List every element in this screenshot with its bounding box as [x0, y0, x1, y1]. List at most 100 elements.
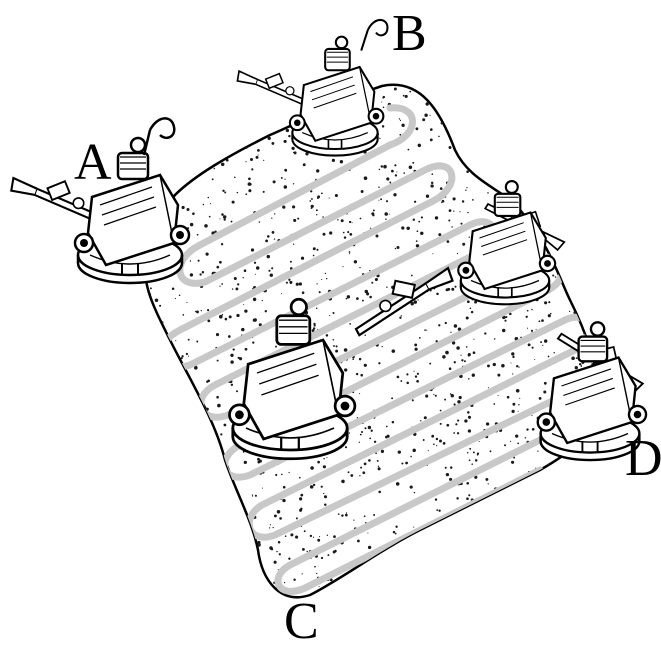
floor-speckle [410, 455, 412, 458]
floor-speckle [439, 581, 442, 585]
floor-speckle [406, 226, 410, 231]
floor-speckle [295, 282, 299, 286]
floor-speckle [207, 196, 210, 199]
floor-speckle [196, 310, 199, 314]
floor-speckle [227, 112, 230, 115]
floor-speckle [545, 468, 548, 471]
floor-speckle [530, 165, 533, 167]
floor-speckle [530, 329, 534, 332]
floor-speckle [412, 161, 415, 164]
floor-speckle [413, 526, 415, 528]
floor-speckle [453, 432, 456, 434]
floor-speckle [446, 423, 450, 427]
floor-speckle [484, 125, 486, 128]
floor-speckle [524, 437, 527, 439]
floor-speckle [234, 144, 236, 147]
floor-speckle [415, 240, 418, 242]
floor-speckle [312, 254, 315, 257]
floor-speckle [352, 596, 356, 598]
floor-speckle [577, 497, 582, 501]
floor-speckle [271, 141, 275, 145]
floor-speckle [484, 332, 487, 335]
floor-speckle [255, 273, 257, 275]
floor-speckle [140, 132, 144, 136]
floor-speckle [211, 178, 214, 181]
floor-speckle [559, 571, 562, 575]
floor-speckle [450, 331, 452, 333]
floor-speckle [303, 530, 306, 533]
floor-speckle [343, 236, 347, 239]
floor-speckle [153, 587, 156, 590]
floor-speckle [230, 360, 234, 364]
floor-speckle [446, 570, 450, 574]
floor-speckle [191, 98, 193, 100]
floor-speckle [150, 563, 154, 567]
floor-speckle [547, 244, 551, 249]
floor-speckle [462, 242, 466, 246]
floor-speckle [251, 495, 254, 497]
floor-speckle [445, 541, 447, 543]
floor-speckle [331, 158, 335, 162]
floor-speckle [278, 553, 281, 556]
floor-speckle [468, 236, 470, 238]
floor-speckle [190, 397, 194, 401]
floor-speckle [579, 92, 581, 94]
floor-speckle [601, 140, 604, 143]
floor-speckle [264, 310, 267, 313]
floor-speckle [440, 102, 444, 107]
floor-speckle [509, 517, 514, 521]
floor-speckle [360, 373, 363, 377]
floor-speckle [147, 101, 151, 105]
floor-speckle [600, 509, 601, 510]
floor-speckle [171, 391, 175, 395]
floor-speckle [546, 187, 550, 191]
floor-speckle [433, 559, 435, 561]
floor-speckle [321, 278, 323, 280]
floor-speckle [568, 196, 572, 200]
floor-speckle [364, 602, 368, 606]
floor-speckle [252, 98, 255, 100]
floor-speckle [481, 601, 482, 602]
floor-speckle [510, 440, 512, 442]
floor-speckle [410, 274, 413, 277]
floor-speckle [512, 113, 514, 115]
floor-speckle [277, 568, 279, 571]
floor-speckle [326, 457, 328, 459]
floor-speckle [213, 167, 216, 170]
floor-speckle [201, 559, 204, 561]
floor-speckle [556, 537, 560, 541]
floor-speckle [406, 381, 409, 385]
floor-speckle [312, 327, 316, 330]
floor-speckle [526, 309, 529, 312]
floor-speckle [565, 252, 568, 255]
floor-speckle [388, 213, 390, 215]
floor-speckle [188, 448, 192, 452]
floor-speckle [526, 428, 529, 431]
floor-speckle [342, 231, 345, 234]
floor-speckle [189, 222, 194, 227]
floor-speckle [391, 169, 394, 173]
floor-speckle [412, 218, 416, 221]
floor-speckle [370, 429, 373, 432]
floor-speckle [257, 149, 260, 152]
floor-speckle [220, 510, 223, 514]
floor-speckle [179, 114, 183, 119]
floor-speckle [397, 579, 400, 583]
floor-speckle [225, 158, 229, 162]
floor-speckle [571, 272, 576, 277]
floor-speckle [141, 352, 143, 354]
floor-speckle [571, 463, 573, 465]
floor-speckle [584, 110, 588, 114]
floor-speckle [316, 169, 320, 173]
floor-speckle [155, 166, 158, 169]
floor-speckle [178, 529, 182, 534]
floor-speckle [477, 111, 480, 115]
floor-speckle [459, 147, 462, 151]
floor-speckle [373, 514, 376, 516]
floor-speckle [261, 105, 264, 107]
floor-speckle [507, 598, 508, 599]
floor-speckle [252, 297, 257, 302]
floor-speckle [564, 110, 567, 112]
floor-speckle [316, 214, 318, 216]
floor-speckle [199, 273, 202, 276]
